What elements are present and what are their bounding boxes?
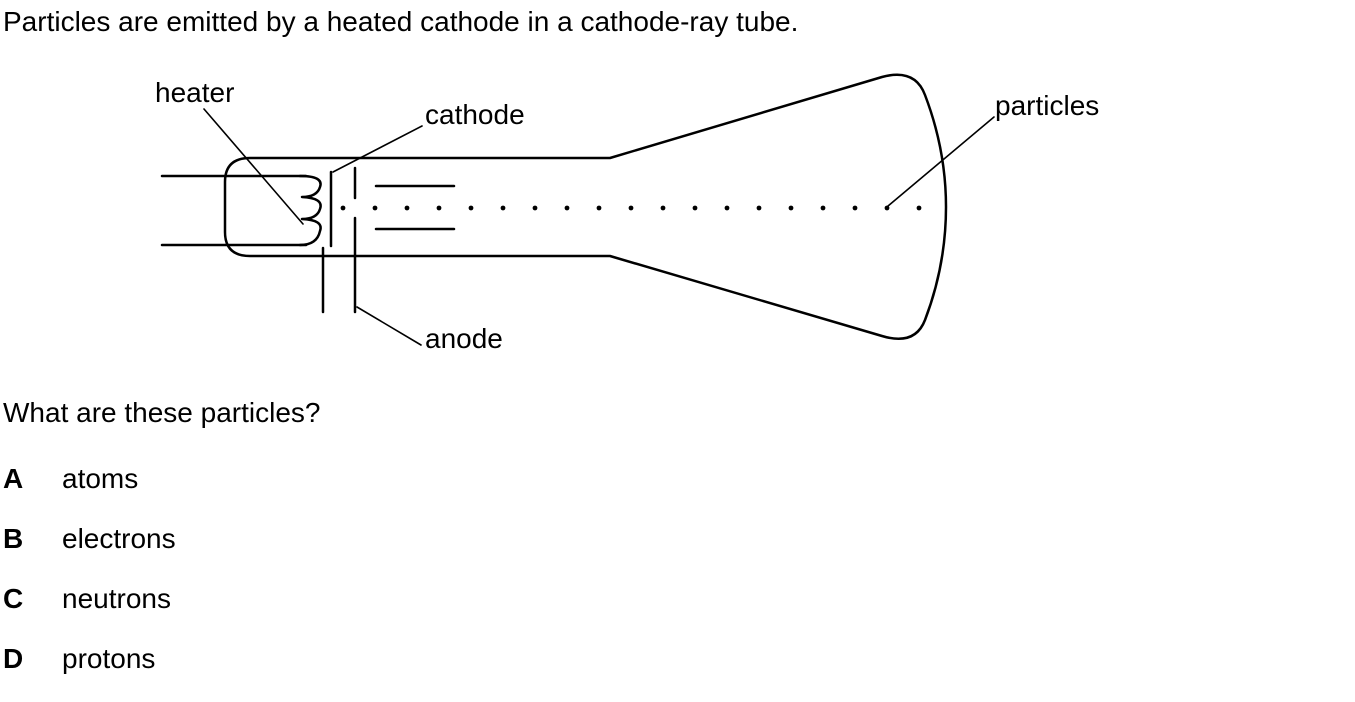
option-text: neutrons [62,583,171,614]
tube-outline [223,73,948,340]
particle-dot [340,205,346,211]
particles-label: particles [995,90,1099,121]
question-text: What are these particles? [3,397,321,428]
particle-dot [436,205,442,211]
cathode-label: cathode [425,99,525,130]
option-c[interactable]: C neutrons [3,582,176,642]
option-text: protons [62,643,156,674]
particle-dot [788,205,794,211]
anode-leader-line [356,306,422,346]
particle-dot [468,205,474,211]
option-a[interactable]: A atoms [3,462,176,522]
option-letter: A [3,463,24,494]
particle-dot [692,205,698,211]
option-b[interactable]: B electrons [3,522,176,582]
option-text: electrons [62,523,176,554]
answer-options: A atoms B electrons C neutrons D protons [3,462,176,702]
heater-leader-line [203,108,304,225]
option-text: atoms [62,463,139,494]
particle-beam [340,205,922,211]
option-d[interactable]: D protons [3,642,176,702]
particle-dot [916,205,922,211]
particle-dot [756,205,762,211]
cathode-leader-line [332,125,423,173]
particle-dot [404,205,410,211]
particle-dot [596,205,602,211]
particle-dot [372,205,378,211]
particle-dot [500,205,506,211]
option-letter: C [3,583,24,614]
option-letter: D [3,643,24,674]
heater-label: heater [155,77,234,108]
particle-dot [820,205,826,211]
particle-dot [724,205,730,211]
particle-dot [884,205,890,211]
particle-dot [660,205,666,211]
option-letter: B [3,523,24,554]
anode-label: anode [425,323,503,354]
particle-dot [532,205,538,211]
particle-dot [564,205,570,211]
intro-text: Particles are emitted by a heated cathod… [3,6,799,37]
particle-dot [852,205,858,211]
particle-dot [628,205,634,211]
particles-leader-line [887,116,995,207]
heater-coil [298,174,322,247]
cathode-ray-tube-diagram: heater cathode anode particles [155,73,1099,354]
